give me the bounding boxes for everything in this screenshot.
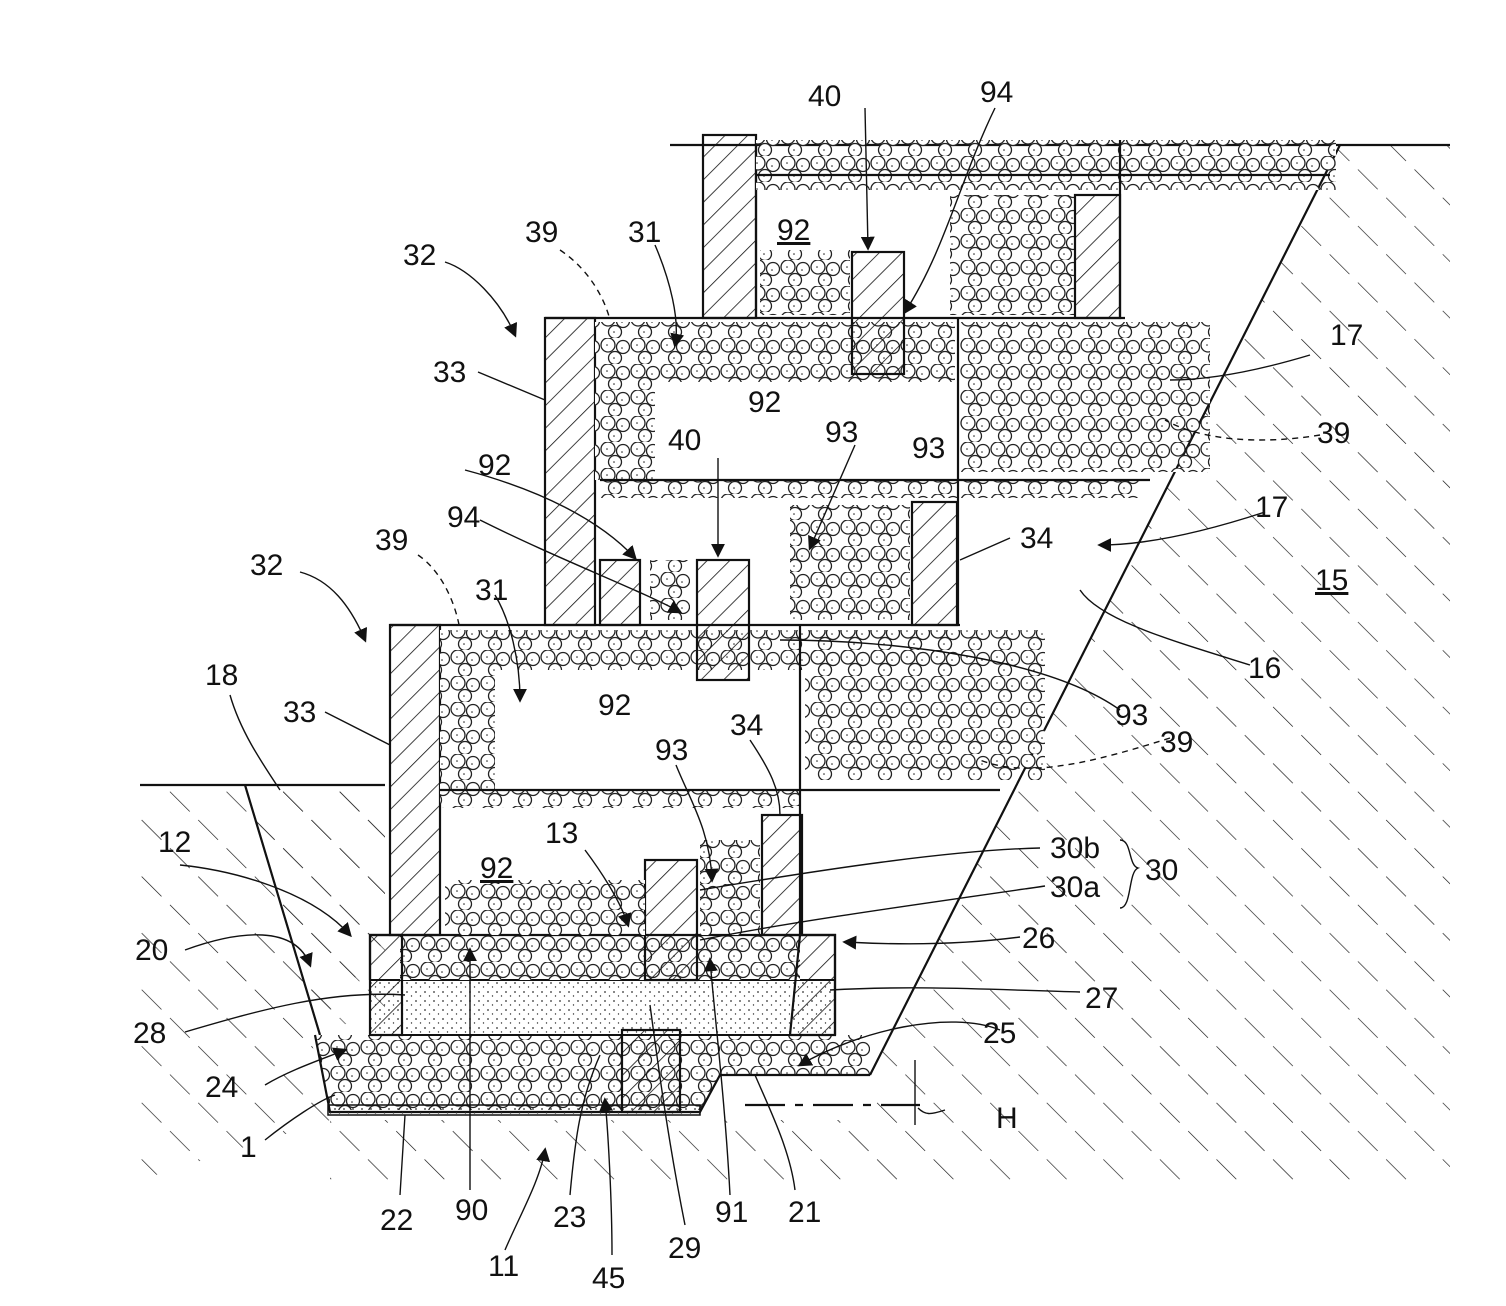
label-17: 17	[1330, 319, 1363, 352]
label-31: 31	[628, 216, 661, 249]
label-23: 23	[553, 1201, 586, 1234]
label-33: 33	[433, 356, 466, 389]
label-93: 93	[1115, 699, 1148, 732]
label-92: 92	[777, 214, 810, 247]
label-91: 91	[715, 1196, 748, 1229]
label-27: 27	[1085, 982, 1118, 1015]
label-93: 93	[655, 734, 688, 767]
label-92: 92	[480, 852, 513, 885]
label-45: 45	[592, 1262, 625, 1295]
label-18: 18	[205, 659, 238, 692]
top-block	[701, 133, 1336, 376]
label-92: 92	[748, 386, 781, 419]
label-16: 16	[1248, 652, 1281, 685]
label-12: 12	[158, 826, 191, 859]
label-39: 39	[1160, 726, 1193, 759]
label-30: 30	[1145, 854, 1178, 887]
label-34: 34	[1020, 522, 1053, 555]
label-22: 22	[380, 1204, 413, 1237]
middle-block	[543, 316, 1210, 682]
label-24: 24	[205, 1071, 238, 1104]
label-93: 93	[825, 416, 858, 449]
label-32: 32	[250, 549, 283, 582]
label-40: 40	[808, 80, 841, 113]
label-39: 39	[1317, 417, 1350, 450]
label-31: 31	[475, 574, 508, 607]
label-94: 94	[447, 501, 480, 534]
label-25: 25	[983, 1017, 1016, 1050]
label-90: 90	[455, 1194, 488, 1227]
label-13: 13	[545, 817, 578, 850]
leader-lines	[179, 107, 1321, 1256]
label-92: 92	[478, 449, 511, 482]
label-40: 40	[668, 424, 701, 457]
label-17: 17	[1255, 491, 1288, 524]
label-92: 92	[598, 689, 631, 722]
label-29: 29	[668, 1232, 701, 1265]
label-33: 33	[283, 696, 316, 729]
label-32: 32	[403, 239, 436, 272]
label-28: 28	[133, 1017, 166, 1050]
label-21: 21	[788, 1196, 821, 1229]
natural-ground	[140, 143, 1450, 1180]
label-94: 94	[980, 76, 1013, 109]
reference-labels: 40 94 32 39 31 92 33 17 92 93 93 39 40 9…	[133, 76, 1363, 1295]
label-39: 39	[525, 216, 558, 249]
label-H: H	[996, 1102, 1018, 1135]
label-15: 15	[1315, 564, 1348, 597]
label-30b: 30b	[1050, 832, 1100, 865]
label-30a: 30a	[1050, 871, 1100, 904]
label-26: 26	[1022, 922, 1055, 955]
label-1: 1	[240, 1131, 257, 1164]
label-34: 34	[730, 709, 763, 742]
brace-30	[1119, 839, 1141, 909]
label-39: 39	[375, 524, 408, 557]
label-11: 11	[488, 1250, 519, 1283]
label-20: 20	[135, 934, 168, 967]
label-93: 93	[912, 432, 945, 465]
